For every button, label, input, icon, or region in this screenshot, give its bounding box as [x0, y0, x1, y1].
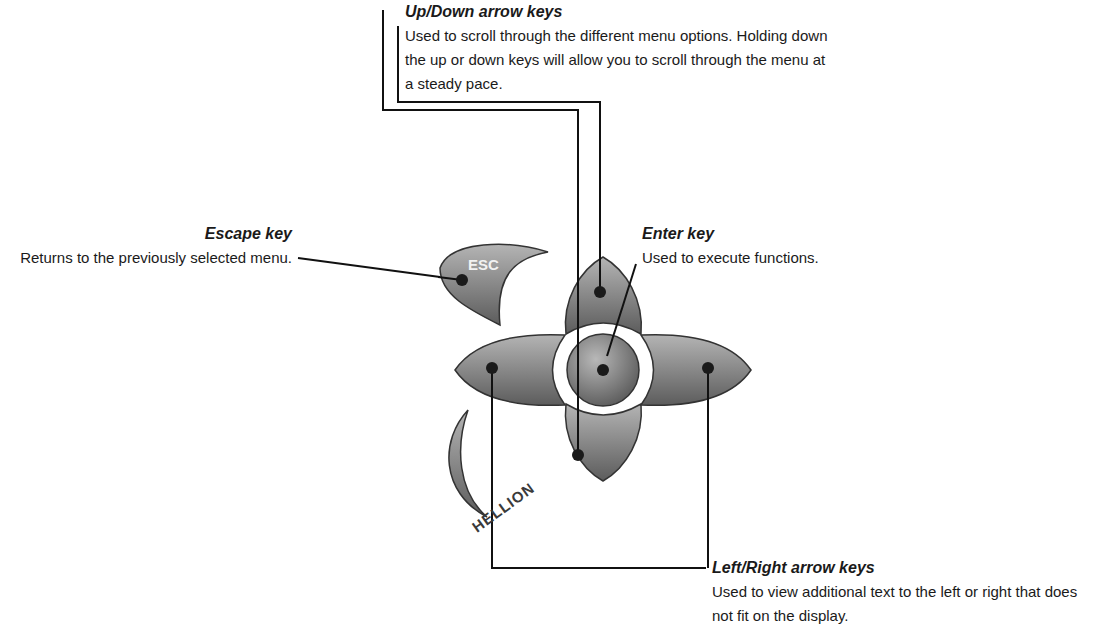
leader-line [492, 368, 706, 568]
key-outline [440, 244, 548, 325]
escape-key: ESC [438, 240, 552, 328]
callout-text: Returns to the previously selected menu. [20, 246, 292, 270]
leader-line [607, 264, 636, 356]
callout-text: Used to scroll through the different men… [405, 24, 830, 96]
leader-line [707, 368, 709, 568]
callout-title: Escape key [205, 222, 292, 246]
leader-dot [572, 449, 584, 461]
down-key [565, 404, 641, 481]
left-key [455, 335, 565, 406]
leader-dot [486, 362, 498, 374]
leader-dot [702, 362, 714, 374]
leader-line [298, 258, 440, 277]
callout-title: Up/Down arrow keys [405, 0, 562, 24]
leader-dot [594, 286, 606, 298]
leader-dot [456, 274, 468, 286]
right-key [641, 335, 751, 406]
brand-logo: HELLION [469, 479, 539, 536]
callout-text: Used to execute functions. [642, 246, 819, 270]
callout-title: Enter key [642, 222, 714, 246]
leader-dot [597, 364, 609, 376]
logo-swoosh [449, 410, 487, 517]
callout-text: Used to view additional text to the left… [712, 580, 1095, 628]
key-label: ESC [468, 256, 499, 274]
escape-key-shape [438, 240, 552, 328]
callout-title: Left/Right arrow keys [712, 556, 875, 580]
up-key [565, 257, 641, 334]
